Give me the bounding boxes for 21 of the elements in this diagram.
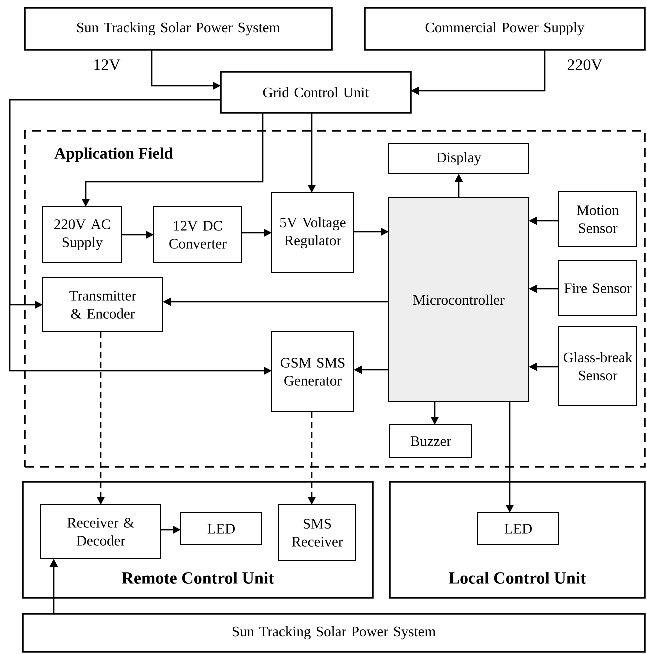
- block-box: Fire Sensor: [558, 260, 638, 316]
- block-box: Display: [388, 144, 530, 174]
- block-box: 5V Voltage Regulator: [272, 192, 354, 274]
- system-box: Commercial Power Supply: [364, 7, 646, 51]
- block-box: LED: [478, 512, 560, 546]
- block-box: SMS Receiver: [278, 504, 356, 562]
- controller-box: Microcontroller: [388, 198, 530, 402]
- system-box: Grid Control Unit: [220, 71, 412, 114]
- block-box: Motion Sensor: [558, 192, 638, 248]
- voltage-label: 12V: [94, 60, 121, 70]
- block-box: Glass-break Sensor: [558, 326, 638, 406]
- block-box: GSM SMS Generator: [272, 332, 354, 412]
- voltage-label: 220V: [568, 60, 603, 70]
- system-box: Sun Tracking Solar Power System: [24, 7, 333, 51]
- block-box: Receiver & Decoder: [40, 504, 162, 560]
- block-box: 12V DC Converter: [154, 206, 242, 264]
- block-box: 220V AC Supply: [42, 206, 122, 264]
- block-box: Buzzer: [390, 424, 472, 458]
- system-box: Sun Tracking Solar Power System: [22, 613, 646, 653]
- block-box: Transmitter & Encoder: [42, 278, 164, 332]
- block-box: LED: [180, 512, 262, 546]
